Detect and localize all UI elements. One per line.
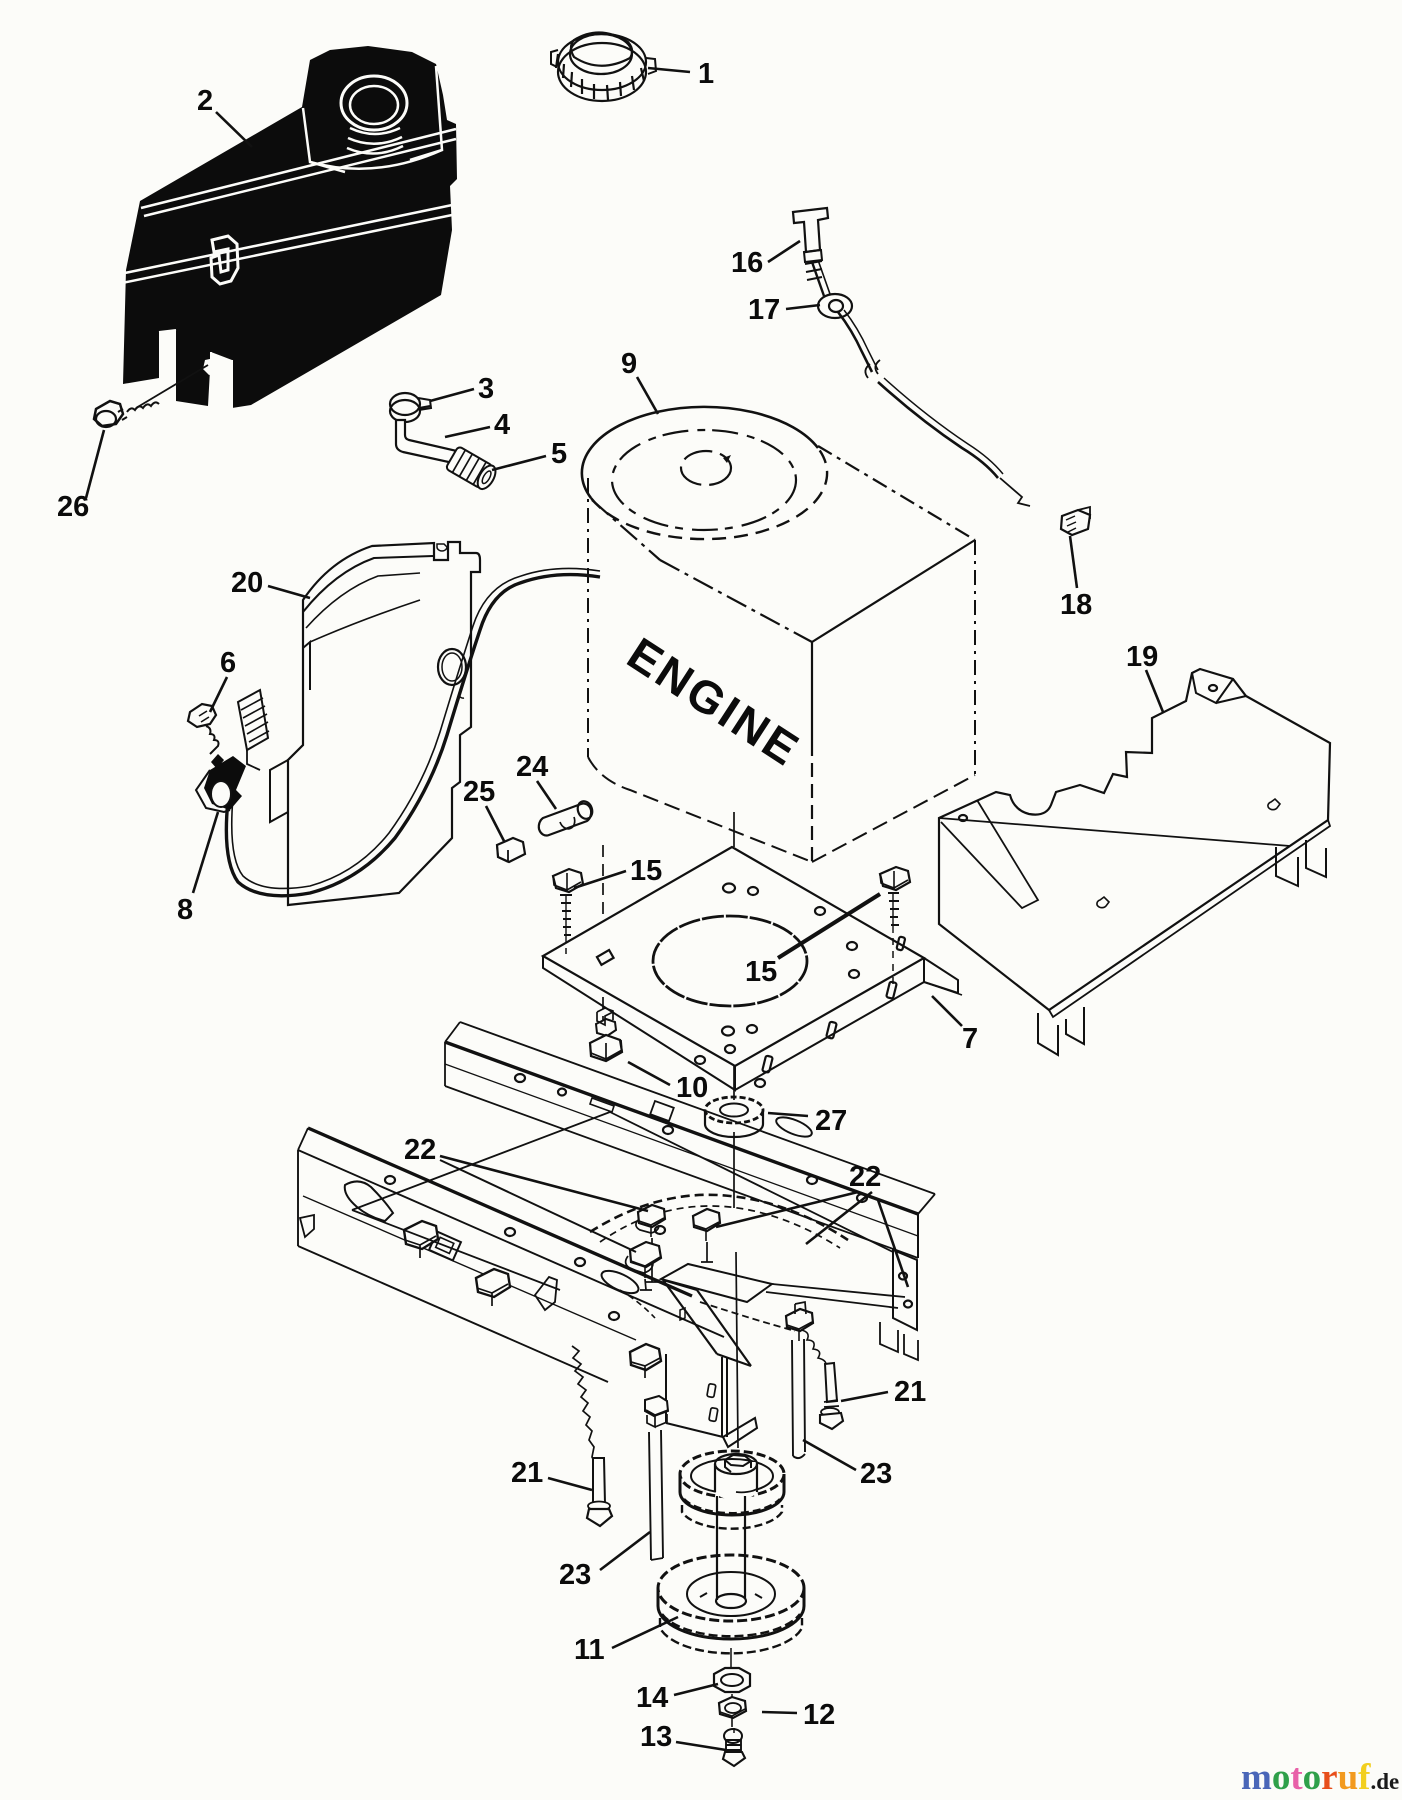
svg-text:25: 25 bbox=[463, 776, 495, 808]
svg-text:22: 22 bbox=[849, 1161, 881, 1193]
svg-text:13: 13 bbox=[640, 1721, 672, 1753]
svg-text:14: 14 bbox=[636, 1682, 668, 1714]
svg-text:20: 20 bbox=[231, 567, 263, 599]
svg-text:15: 15 bbox=[745, 956, 777, 988]
svg-text:19: 19 bbox=[1126, 641, 1158, 673]
svg-text:16: 16 bbox=[731, 247, 763, 279]
svg-text:17: 17 bbox=[748, 294, 780, 326]
svg-text:22: 22 bbox=[404, 1134, 436, 1166]
svg-text:23: 23 bbox=[860, 1458, 892, 1490]
svg-text:21: 21 bbox=[511, 1457, 543, 1489]
svg-text:9: 9 bbox=[621, 348, 637, 380]
svg-text:5: 5 bbox=[551, 438, 567, 470]
svg-text:12: 12 bbox=[803, 1699, 835, 1731]
svg-text:8: 8 bbox=[177, 894, 193, 926]
svg-text:27: 27 bbox=[815, 1105, 847, 1137]
svg-text:23: 23 bbox=[559, 1559, 591, 1591]
svg-text:1: 1 bbox=[698, 58, 714, 90]
svg-text:10: 10 bbox=[676, 1072, 708, 1104]
svg-text:6: 6 bbox=[220, 647, 236, 679]
svg-text:15: 15 bbox=[630, 855, 662, 887]
svg-text:3: 3 bbox=[478, 373, 494, 405]
svg-text:26: 26 bbox=[57, 491, 89, 523]
svg-text:21: 21 bbox=[894, 1376, 926, 1408]
svg-text:24: 24 bbox=[516, 751, 548, 783]
svg-text:18: 18 bbox=[1060, 589, 1092, 621]
svg-text:2: 2 bbox=[197, 85, 213, 117]
svg-text:4: 4 bbox=[494, 409, 510, 441]
svg-text:ENGINE: ENGINE bbox=[619, 627, 810, 776]
svg-text:7: 7 bbox=[962, 1023, 978, 1055]
svg-text:11: 11 bbox=[574, 1634, 605, 1666]
